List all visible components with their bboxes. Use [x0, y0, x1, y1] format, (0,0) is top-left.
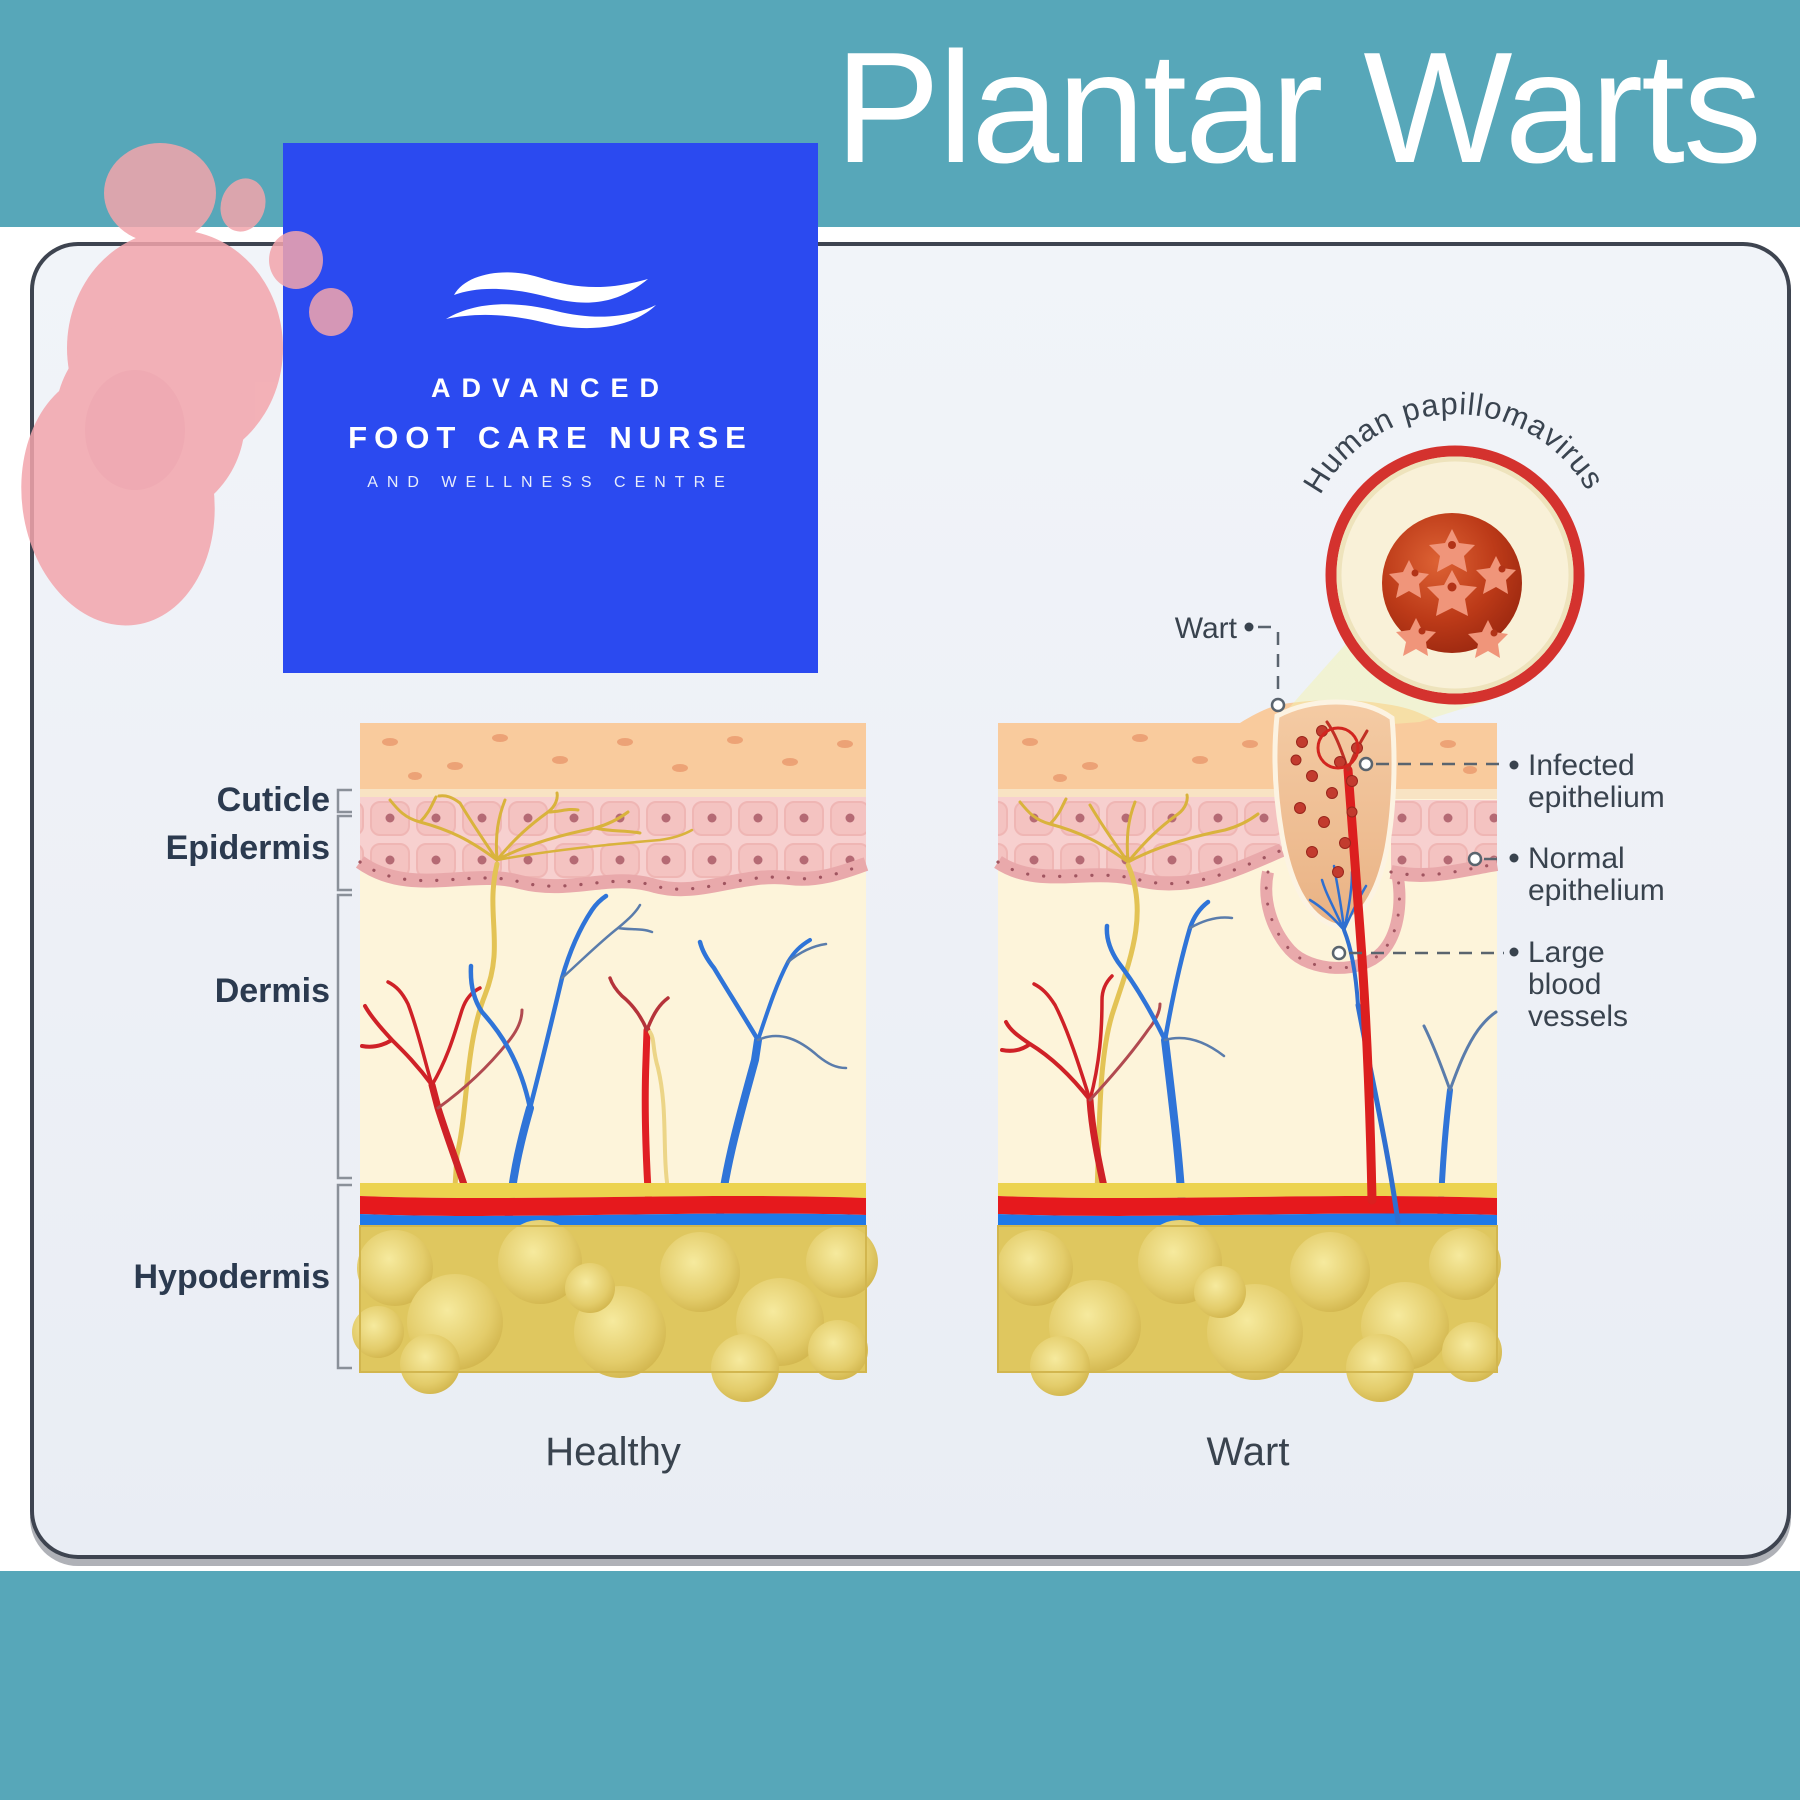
footprint-graphic: [21, 143, 353, 626]
footprint-shapes: [21, 143, 353, 626]
logo-line-2: FOOT CARE NURSE: [348, 420, 753, 455]
logo-line-3: AND WELLNESS CENTRE: [367, 474, 734, 491]
bottom-teal-band: [0, 1571, 1800, 1800]
clinic-logo: ADVANCED FOOT CARE NURSE AND WELLNESS CE…: [283, 143, 818, 673]
logo-line-1: ADVANCED: [430, 373, 670, 403]
wave-icon: [445, 272, 656, 329]
page-title: Plantar Warts: [834, 20, 1762, 196]
